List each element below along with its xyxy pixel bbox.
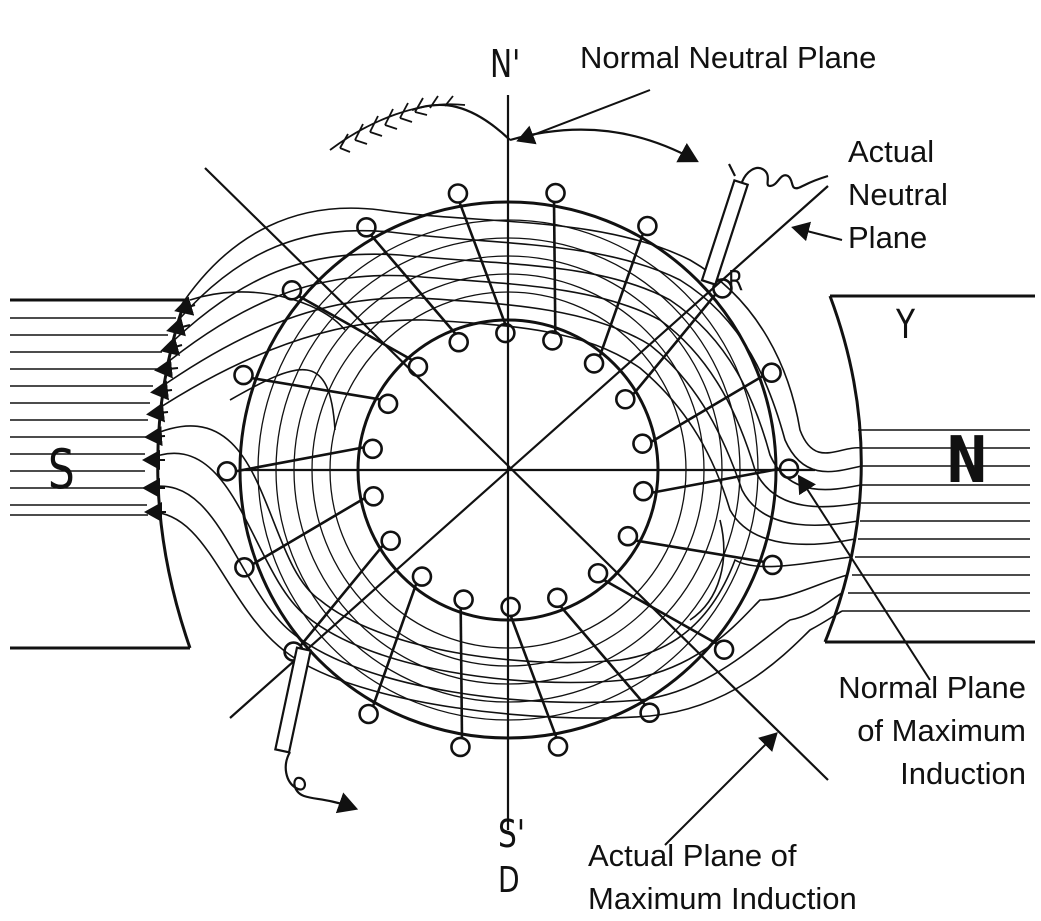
- coil-end-loop: [633, 480, 654, 502]
- coil-conductor: [459, 608, 464, 739]
- coil-end-loop: [615, 388, 636, 410]
- coil-end-loop: [450, 736, 471, 758]
- distorted-field-lines: [145, 207, 863, 719]
- coil-end-loop: [617, 525, 639, 547]
- label-line: Plane: [848, 220, 928, 255]
- coil-end-loop: [632, 433, 653, 454]
- coil-end-loop: [547, 587, 568, 609]
- plane-shift-arrow: [411, 103, 699, 163]
- feather-icon: [329, 95, 466, 153]
- label-actual-neutral-plane: Actual Neutral Plane: [848, 130, 948, 259]
- coil-conductor: [252, 496, 366, 566]
- coil-end-loop: [637, 215, 658, 237]
- label-line: Induction: [900, 756, 1026, 791]
- coil-conductor: [369, 234, 457, 335]
- coil-end-loop: [500, 596, 521, 618]
- coil-conductor: [458, 201, 507, 325]
- coil-end-loop: [363, 486, 384, 507]
- coil-conductor: [559, 605, 647, 706]
- coil-end-loop: [762, 554, 783, 576]
- label-actual-plane-max-induction: Actual Plane of Maximum Induction: [588, 834, 857, 920]
- coil-conductor: [371, 583, 418, 707]
- coil-end-loop: [411, 566, 433, 587]
- coil-end-loop: [495, 322, 516, 344]
- coil-end-loop: [761, 362, 782, 383]
- actual-neutral-leader: [791, 221, 843, 242]
- normal-neutral-leader: [516, 89, 651, 145]
- coil-end-loop: [587, 562, 609, 584]
- actual-neutral-plane-line: [229, 185, 829, 719]
- coil-conductor: [299, 544, 384, 647]
- coil-end-loop: [358, 703, 379, 725]
- s-prime-marker: S': [498, 812, 525, 856]
- north-pole-field-lines: [842, 429, 1030, 612]
- label-leaders: [516, 89, 931, 846]
- coil-conductor: [632, 293, 717, 396]
- coil-end-loop: [356, 216, 377, 238]
- coil-end-loop: [583, 353, 605, 374]
- coil-end-loop: [362, 438, 383, 460]
- coil-conductor: [552, 201, 557, 332]
- coil-end-loop: [713, 639, 735, 660]
- coil-conductor: [603, 578, 718, 646]
- coil-end-loop: [216, 460, 238, 482]
- label-line: Neutral: [848, 177, 948, 212]
- south-pole-field-lines: [10, 317, 176, 516]
- coil-end-loop: [547, 736, 569, 757]
- brush-bottom: [274, 646, 359, 814]
- n-prime-marker: N': [490, 42, 521, 86]
- r-marker: R: [728, 264, 744, 297]
- label-line: of Maximum: [857, 713, 1026, 748]
- coil-conductor: [635, 539, 765, 564]
- label-normal-neutral-plane: Normal Neutral Plane: [580, 36, 876, 79]
- coil-conductor: [650, 374, 764, 444]
- coil-end-loop: [281, 280, 303, 301]
- coil-end-loop: [778, 458, 800, 480]
- label-line: Actual: [848, 134, 935, 169]
- brush-top: [700, 163, 829, 286]
- coil-conductor: [235, 446, 364, 473]
- normal-max-induction-diagonal-line: [204, 167, 829, 781]
- south-pole-letter: S: [48, 438, 75, 501]
- coil-end-loop: [233, 364, 254, 386]
- armature-coil-loops: [216, 182, 800, 758]
- coil-end-loop: [448, 331, 469, 353]
- coil-end-loop: [380, 530, 401, 552]
- coil-conductor: [298, 294, 413, 362]
- coil-end-loop: [545, 182, 566, 204]
- coil-conductor: [652, 467, 781, 494]
- yoke-letter: Y: [896, 302, 916, 348]
- north-pole-letter: N: [946, 424, 988, 498]
- actual-max-leader: [664, 732, 778, 846]
- label-line: Normal Plane: [838, 670, 1026, 705]
- coil-end-loop: [377, 393, 399, 415]
- coil-end-loop: [639, 702, 660, 724]
- label-line: Normal Neutral Plane: [580, 40, 877, 75]
- normal-max-leader: [797, 474, 931, 681]
- coil-conductor: [509, 615, 558, 739]
- coil-end-loop: [407, 356, 429, 378]
- south-pole-flux-arrows: [142, 296, 196, 522]
- north-pole-piece: [823, 294, 1035, 644]
- coil-conductor: [598, 233, 645, 357]
- label-normal-plane-max-induction: Normal Plane of Maximum Induction: [808, 666, 1026, 795]
- label-line: Maximum Induction: [588, 881, 857, 916]
- label-line: Actual Plane of: [588, 838, 797, 873]
- plane-lines: [204, 95, 829, 830]
- d-marker: D: [498, 860, 520, 901]
- coil-end-loop: [542, 330, 563, 351]
- coil-end-loop: [453, 589, 474, 610]
- coil-end-loop: [234, 557, 255, 578]
- coil-conductor: [251, 376, 381, 401]
- coil-end-loop: [447, 183, 469, 204]
